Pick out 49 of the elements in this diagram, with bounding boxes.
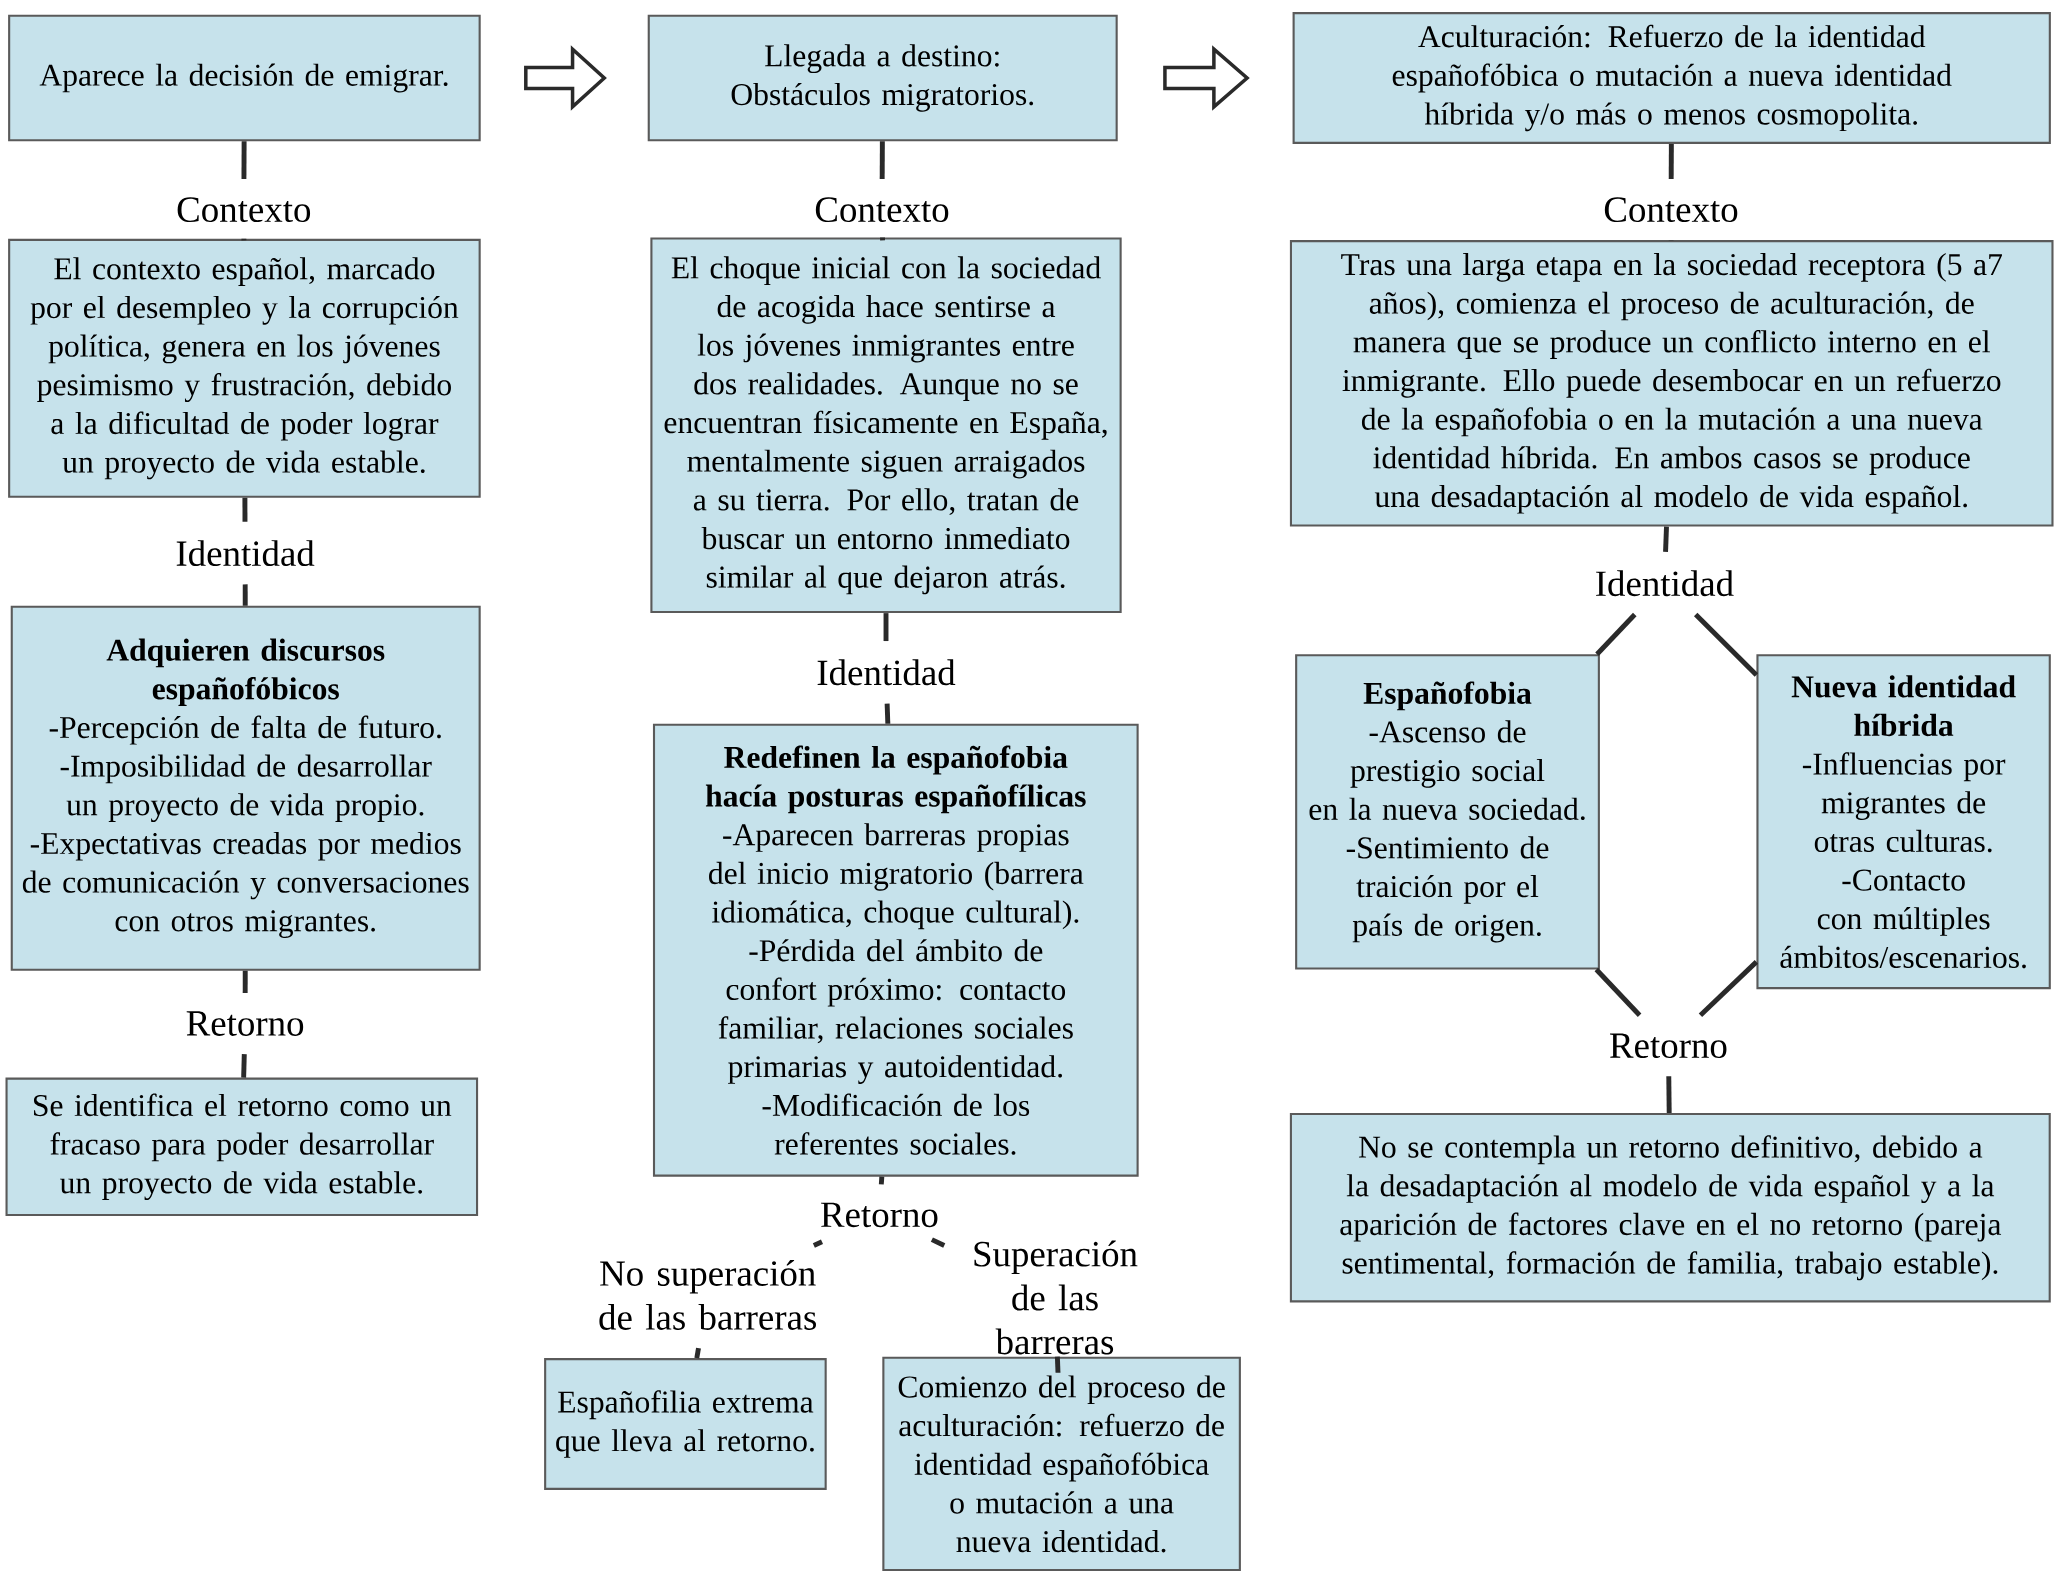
stage-label: Contexto [1604,197,1738,223]
connector-line [1668,144,1674,180]
stage-label: Identidad [817,659,956,686]
text-box: Llegada a destino: Obstáculos migratorios. [647,14,1118,142]
text-box: Adquieren discursos españofóbicos -Percepción de falta de futuro. -Imposibilidad de desarrollar un proyecto de vida propio. -Expectativas creadas por medios de comunicación y conversaciones con otros migrantes. [10,605,481,972]
stage-label: Contexto [815,197,949,223]
connector-line [241,238,247,241]
connector-line [884,703,891,725]
text-box: El choque inicial con la sociedad de acogida hace sentirse a los jóvenes inmigrantes entre dos realidades. Aunque no se encuentran físicamente en España, mentalmente siguen arraigados a su tierra. Por ello, tratan de buscar un entorno inmediato similar al que dejaron atrás. [650,237,1122,614]
connector-line [241,141,247,180]
stage-label: Retorno [821,1202,938,1228]
text-box: Aparece la decisión de emigrar. [8,14,481,142]
connector-line [1663,526,1669,553]
text-box: El contexto español, marcado por el desempleo y la corrupción política, genera en los jóvenes pesimismo y frustración, debido a la dificultad de poder lograr un proyecto de vida estable. [8,239,481,498]
stage-label: Contexto [177,197,311,223]
stage-label: Retorno [186,1011,304,1037]
stage-label: Superación de las barreras [974,1240,1138,1355]
block-arrow [1163,45,1250,111]
block-arrow [524,45,607,111]
text-box: Españofilia extrema que lleva al retorno. [544,1358,827,1491]
text-box: Tras una larga etapa en la sociedad receptora (5 a7 años), comienza el proceso de aculturación, de manera que se produce un conflicto interno en el inmigrante. Ello puede desembocar en un refuerzo de la españofobia o en la mutación a una nueva identidad híbrida. En ambos casos se produce una desadaptación al modelo de vida español. [1289,240,2054,527]
connector-line [883,613,889,642]
connector-line [880,237,886,241]
connector-line [1693,612,1759,677]
text-box: Comienzo del proceso de aculturación: refuerzo de identidad españofóbica o mutación a una nueva identidad. [882,1356,1241,1572]
connector-line [694,1347,701,1359]
connector-line [1666,1076,1672,1114]
connector-line [879,141,885,180]
text-box: Aculturación: Refuerzo de la identidad españofóbica o mutación a nueva identidad híbrida y/o más o menos cosmopolita. [1292,12,2051,145]
connector-line [1698,960,1759,1018]
connector-line [1054,1356,1061,1374]
connector-line [930,1237,946,1248]
stage-label: Identidad [1596,570,1734,597]
text-box: Redefinen la españofobia hacía posturas españofílicas -Aparecen barreras propias del inicio migratorio (barrera idiomática, choque cultural). -Pérdida del ámbito de confort próximo: contacto familiar, relaciones sociales primarias y autoidentidad. -Modificación de los referentes sociales. [652,723,1139,1177]
text-box: Españofobia -Ascenso de prestigio social en la nueva sociedad. -Sentimiento de traición por el país de origen. [1295,654,1600,970]
stage-label: Identidad [176,540,315,567]
text-box: Nueva identidad híbrida -Influencias por migrantes de otras culturas. -Contacto con múltiples ámbitos/escenarios. [1756,654,2051,990]
connector-line [878,1176,885,1185]
connector-line [242,971,248,994]
text-box: No se contempla un retorno definitivo, debido a la desadaptación al modelo de vida español y a la aparición de factores clave en el no retorno (pareja sentimental, formación de familia, trabajo estable). [1289,1113,2051,1303]
connector-line [242,584,248,606]
connector-line [241,1054,247,1078]
connector-line [242,498,248,523]
connector-line [1594,968,1642,1018]
connector-line [812,1239,824,1248]
text-box: Se identifica el retorno como un fracaso para poder desarrollar un proyecto de vida estable. [5,1077,479,1217]
stage-label: No superación de las barreras [599,1260,816,1331]
stage-label: Retorno [1610,1033,1727,1059]
connector-line [1595,612,1637,657]
